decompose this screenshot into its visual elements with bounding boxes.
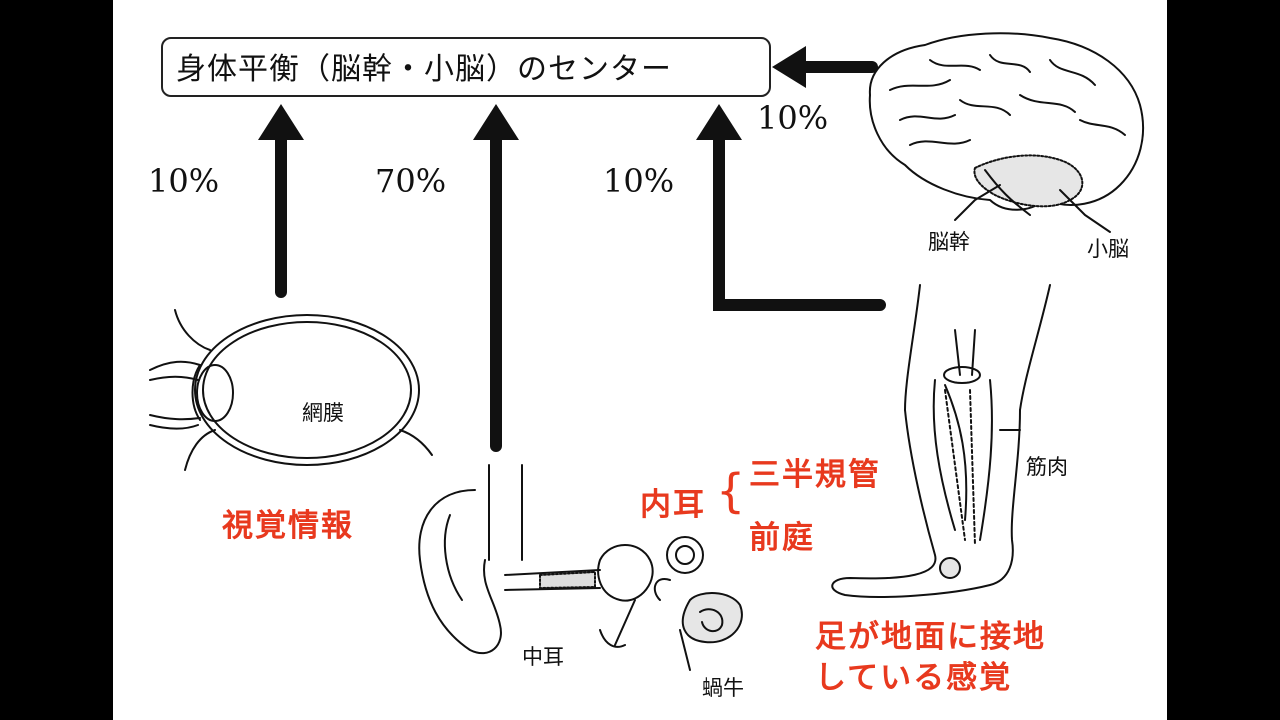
eye-illustration <box>150 310 432 470</box>
annotation-semicircular-canals: 三半規管 <box>749 449 881 494</box>
percent-ear: 70% <box>375 162 446 200</box>
percent-eye: 10% <box>148 162 219 200</box>
balance-center-label: 身体平衡（脳幹・小脳）のセンター <box>176 44 672 88</box>
annotation-foot-contact-line1: 足が地面に接地 <box>815 611 1046 656</box>
annotation-foot-contact-line2: している感覚 <box>815 652 1012 697</box>
annotation-vestibule: 前庭 <box>749 512 815 557</box>
annotation-visual-info: 視覚情報 <box>222 500 354 545</box>
percent-muscle: 10% <box>603 162 674 200</box>
arrow-from-ear <box>473 104 519 446</box>
label-cochlea: 蝸牛 <box>702 672 744 702</box>
label-cerebellum: 小脳 <box>1087 233 1129 263</box>
brain-illustration <box>870 33 1143 232</box>
arrow-from-brain <box>772 46 872 88</box>
arrow-from-eye <box>258 104 304 292</box>
label-middle-ear: 中耳 <box>522 641 564 671</box>
leg-illustration <box>832 285 1050 597</box>
label-muscle: 筋肉 <box>1026 451 1068 481</box>
label-retina: 網膜 <box>302 397 344 427</box>
label-brainstem: 脳幹 <box>928 226 970 256</box>
annotation-brace: { <box>716 464 745 518</box>
annotation-inner-ear: 内耳 <box>640 479 706 524</box>
percent-brain: 10% <box>757 99 828 137</box>
